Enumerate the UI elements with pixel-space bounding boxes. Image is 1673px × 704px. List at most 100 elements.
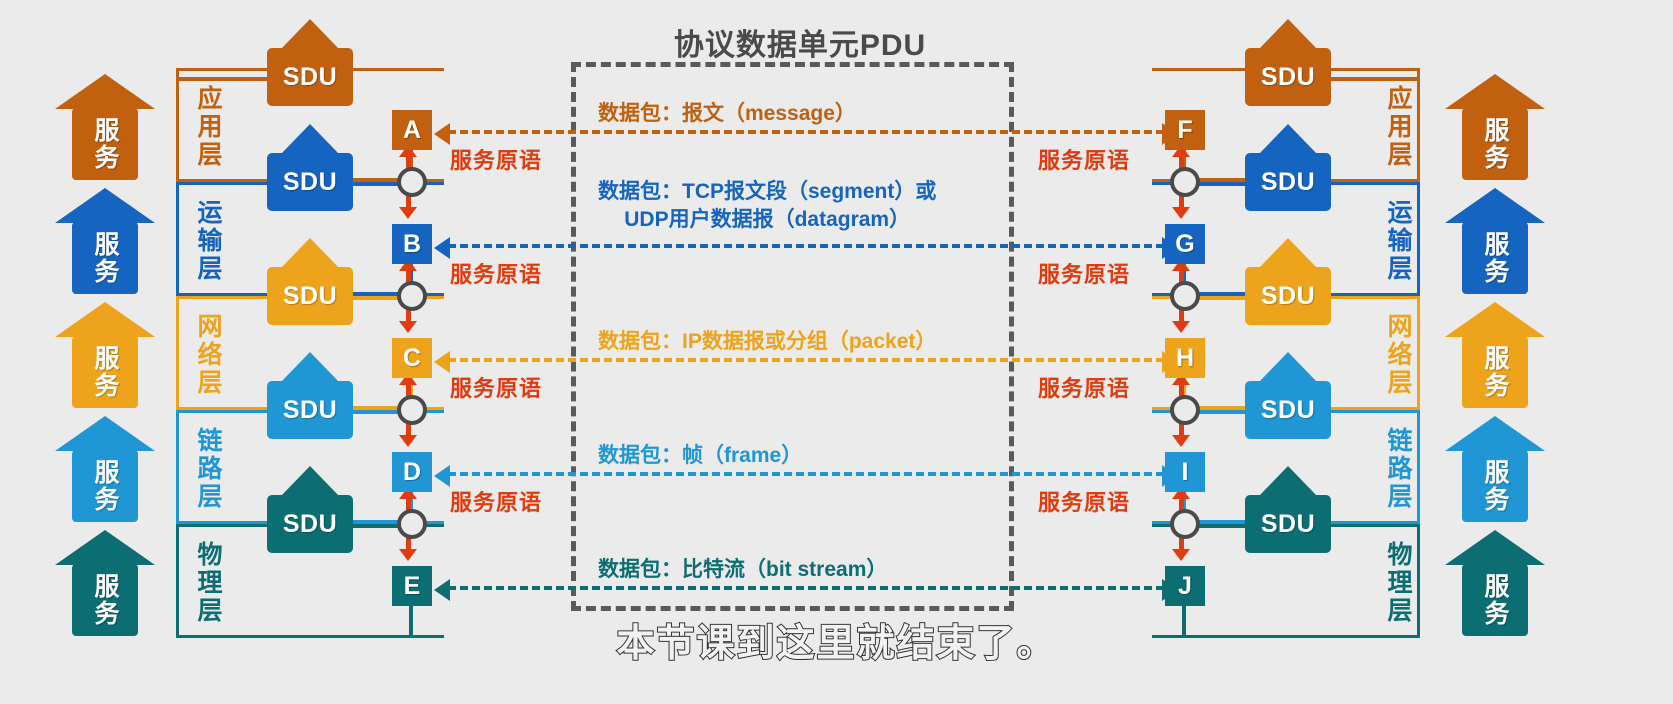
service-arrow-label: 服务 (1481, 117, 1509, 171)
service-arrow-application-left: 服务 (72, 108, 138, 180)
service-arrow-label: 服务 (91, 231, 119, 285)
sdu-block-datalink-right: SDU (1245, 381, 1331, 439)
layer-label-application-left: 应用层 (194, 85, 222, 169)
service-arrow-network-left: 服务 (72, 336, 138, 408)
layer-rail-above-right-0 (1199, 178, 1245, 182)
sdu-label: SDU (1260, 281, 1316, 310)
pdu-arrow-head-left (434, 237, 450, 259)
letter-node-J: J (1165, 566, 1205, 606)
service-access-point-right-1 (1170, 281, 1200, 311)
layer-label-application-right: 应用层 (1384, 85, 1412, 169)
service-arrow-application-right: 服务 (1462, 108, 1528, 180)
layer-label-datalink-right: 链路层 (1384, 427, 1412, 511)
service-access-point-left-1 (397, 281, 427, 311)
service-primitive-label-left-3: 服务原语 (450, 490, 543, 515)
letter-node-B: B (392, 224, 432, 264)
pdu-arrow-head-left (434, 465, 450, 487)
service-primitive-label-right-0: 服务原语 (1038, 148, 1131, 173)
service-arrow-label: 服务 (1481, 231, 1509, 285)
sdu-block-top-left: SDU (267, 48, 353, 106)
service-arrow-label: 服务 (91, 573, 119, 627)
service-arrow-transport-left: 服务 (72, 222, 138, 294)
service-primitive-label-left-2: 服务原语 (450, 376, 543, 401)
layer-label-physical-right: 物理层 (1384, 541, 1412, 625)
service-primitive-label-right-3: 服务原语 (1038, 490, 1131, 515)
layer-rail-above-left-0 (353, 178, 401, 182)
sdu-block-physical-right: SDU (1245, 495, 1331, 553)
letter-node-D: D (392, 452, 432, 492)
pdu-caption-application: 数据包：报文（message） (598, 102, 856, 125)
service-access-point-right-2 (1170, 395, 1200, 425)
page-title: 协议数据单元PDU (673, 29, 927, 62)
pdu-arrow-head-left (434, 579, 450, 601)
letter-node-C: C (392, 338, 432, 378)
sdu-label: SDU (1260, 62, 1316, 91)
sdu-label: SDU (282, 395, 338, 424)
pdu-arrow-datalink (434, 465, 1178, 487)
letter-node-F: F (1165, 110, 1205, 150)
sdu-label: SDU (282, 281, 338, 310)
pdu-dashed-container (571, 62, 1014, 611)
sdu-block-physical-left: SDU (267, 495, 353, 553)
sdu-block-top-right: SDU (1245, 48, 1331, 106)
pdu-arrow-transport (434, 237, 1178, 259)
layer-rail-below-left-2 (353, 410, 401, 414)
sdu-rail-top-right (1331, 77, 1420, 81)
service-primitive-label-right-2: 服务原语 (1038, 376, 1131, 401)
letter-node-G: G (1165, 224, 1205, 264)
layer-rail-below-left-3 (353, 524, 401, 528)
service-access-point-left-2 (397, 395, 427, 425)
service-arrow-physical-left: 服务 (72, 564, 138, 636)
service-arrow-label: 服务 (91, 117, 119, 171)
subtitle-caption: 本节课到这里就结束了。 (615, 622, 1057, 666)
letter-node-A: A (392, 110, 432, 150)
layer-rail-below-right-3 (1199, 524, 1245, 528)
service-arrow-datalink-left: 服务 (72, 450, 138, 522)
service-arrow-label: 服务 (91, 459, 119, 513)
pdu-arrow-head-left (434, 351, 450, 373)
pdu-arrow-network (434, 351, 1178, 373)
sdu-block-network-left: SDU (267, 267, 353, 325)
layer-label-network-right: 网络层 (1384, 313, 1412, 397)
layer-rail-below-right-0 (1199, 182, 1245, 186)
service-access-point-right-3 (1170, 509, 1200, 539)
service-arrow-label: 服务 (91, 345, 119, 399)
layer-rail-above-right-1 (1199, 292, 1245, 296)
pdu-arrow-physical (434, 579, 1178, 601)
sdu-rail-top-left (179, 77, 267, 81)
service-primitive-label-left-0: 服务原语 (450, 148, 543, 173)
layer-rail-above-left-3 (353, 520, 401, 524)
layer-rail-above-left-1 (353, 292, 401, 296)
layer-label-transport-right: 运输层 (1384, 199, 1412, 283)
layer-label-datalink-left: 链路层 (194, 427, 222, 511)
service-primitive-label-right-1: 服务原语 (1038, 262, 1131, 287)
layer-label-transport-left: 运输层 (194, 199, 222, 283)
layer-rail-below-left-1 (353, 296, 401, 300)
layer-rail-above-right-3 (1199, 520, 1245, 524)
service-arrow-datalink-right: 服务 (1462, 450, 1528, 522)
sdu-label: SDU (282, 509, 338, 538)
service-arrow-label: 服务 (1481, 459, 1509, 513)
service-arrow-transport-right: 服务 (1462, 222, 1528, 294)
sdu-label: SDU (1260, 509, 1316, 538)
service-access-point-left-3 (397, 509, 427, 539)
sdu-label: SDU (282, 167, 338, 196)
service-arrow-label: 服务 (1481, 345, 1509, 399)
layer-rail-above-right-2 (1199, 406, 1245, 410)
letter-node-E: E (392, 566, 432, 606)
sdu-block-transport-right: SDU (1245, 153, 1331, 211)
layer-rail-above-left-2 (353, 406, 401, 410)
pdu-caption-line2: UDP用户数据报（datagram） (624, 208, 911, 232)
sdu-block-network-right: SDU (1245, 267, 1331, 325)
service-arrow-physical-right: 服务 (1462, 564, 1528, 636)
sdu-block-datalink-left: SDU (267, 381, 353, 439)
layer-rail-below-right-2 (1199, 410, 1245, 414)
layer-label-network-left: 网络层 (194, 313, 222, 397)
pdu-caption-datalink: 数据包：帧（frame） (598, 444, 803, 467)
sdu-label: SDU (282, 62, 338, 91)
pdu-arrow-application (434, 123, 1178, 145)
sdu-label: SDU (1260, 167, 1316, 196)
service-arrow-label: 服务 (1481, 573, 1509, 627)
